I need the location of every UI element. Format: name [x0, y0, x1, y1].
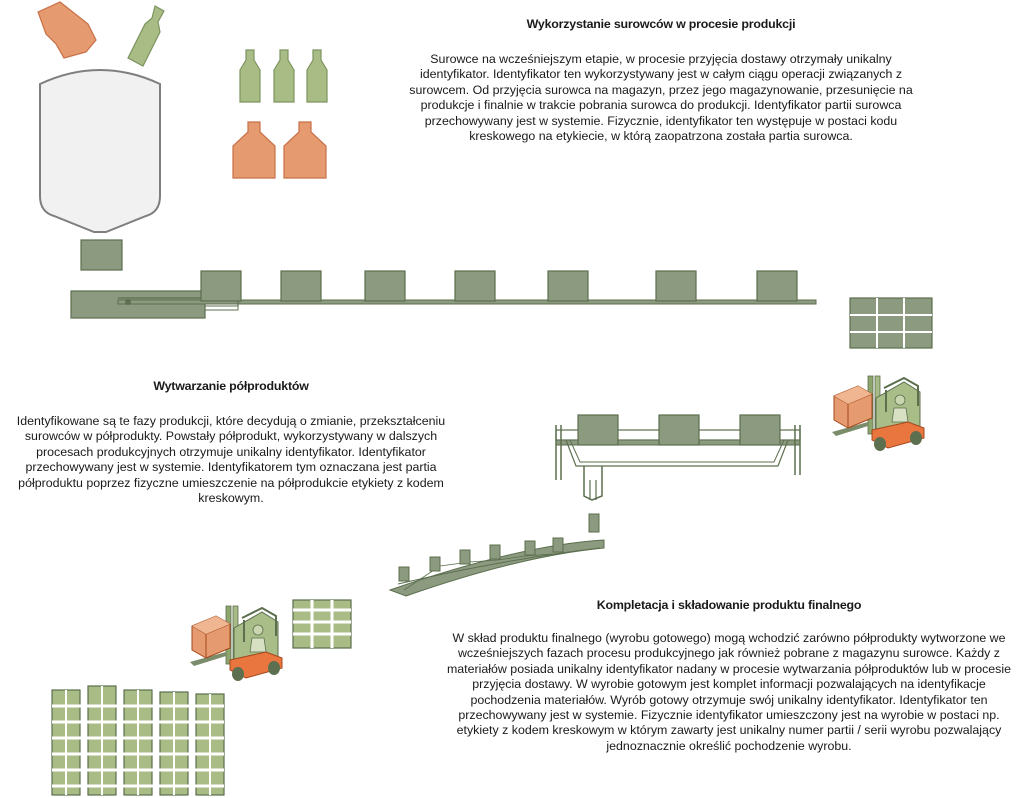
section-body: W skład produktu finalnego (wyrobu gotow…: [446, 631, 1012, 753]
spiral-chute: [388, 537, 605, 597]
section-final-product: Kompletacja i składowanie produktu final…: [438, 598, 1020, 754]
pallet-icon: [292, 599, 352, 649]
stacked-box-pallet: [849, 297, 933, 349]
section-body: Surowce na wcześniejszym etapie, w proce…: [409, 52, 913, 144]
section-title: Wykorzystanie surowców w procesie produk…: [526, 17, 796, 31]
orange-package-icon: [37, 1, 97, 59]
tilted-bottle-icon: [127, 5, 165, 67]
green-bottles-group: [239, 49, 328, 103]
section-raw-materials: Wykorzystanie surowców w procesie produk…: [408, 17, 914, 144]
middle-conveyor: [555, 414, 801, 533]
orange-bottles-group: [232, 121, 327, 179]
forklift-icon: [831, 375, 925, 452]
section-title: Wytwarzanie półproduktów: [153, 379, 309, 393]
section-semi-products: Wytwarzanie półproduktów Identyfikowane …: [2, 379, 460, 506]
section-title: Kompletacja i składowanie produktu final…: [596, 598, 862, 612]
section-body: Identyfikowane są te fazy produkcji, któ…: [16, 414, 446, 506]
mixing-tank: [39, 69, 161, 233]
top-conveyor-boxes: [200, 270, 798, 302]
top-conveyor: [70, 290, 817, 319]
stacked-pallets: [51, 685, 225, 796]
tank-outlet-box: [80, 239, 123, 271]
forklift-icon: [189, 605, 283, 682]
